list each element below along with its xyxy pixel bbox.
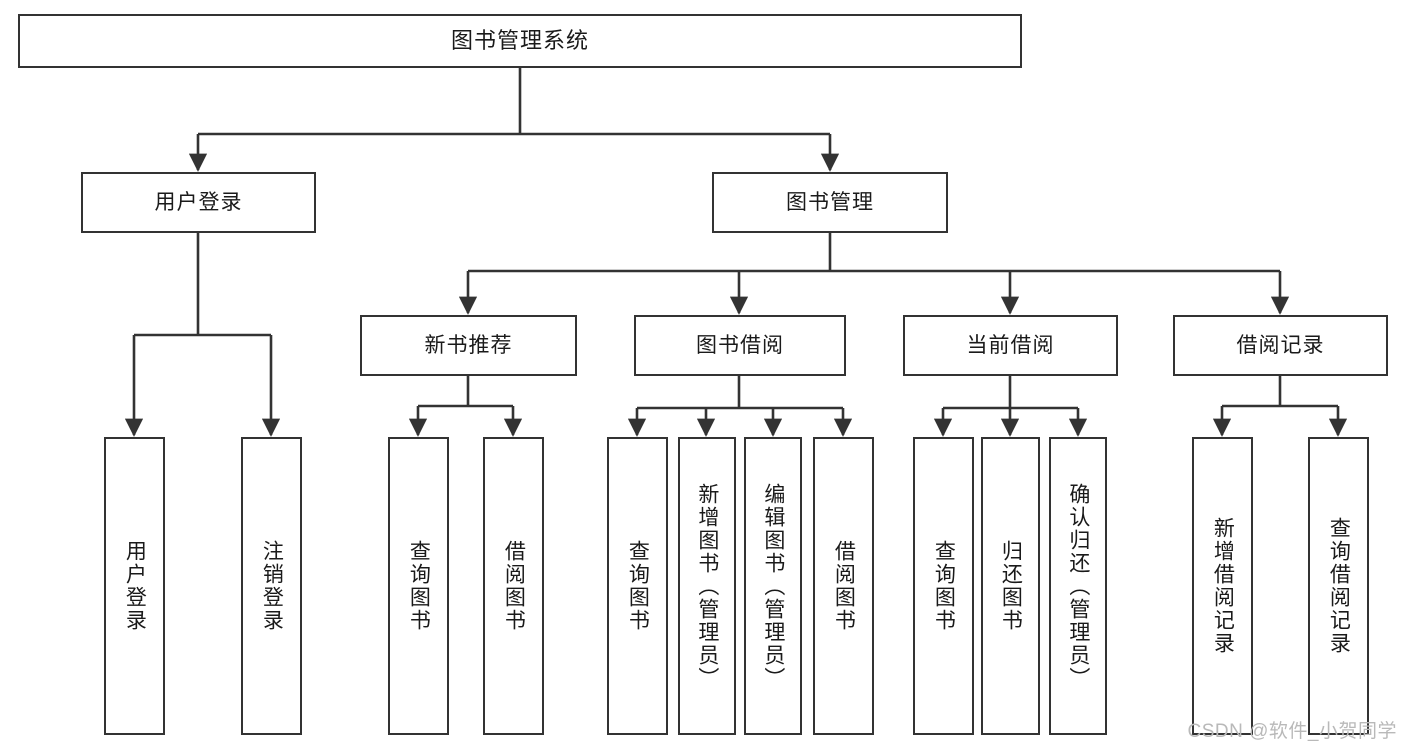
- node-new-book-recommend[interactable]: 新书推荐: [360, 315, 577, 376]
- leaf-current-borrow-return[interactable]: 归还图书: [981, 437, 1040, 735]
- node-label: 编辑图书（管理员）: [761, 482, 785, 690]
- node-label: 借阅记录: [1236, 333, 1325, 357]
- node-label: 查询图书: [626, 540, 650, 632]
- node-label: 借阅图书: [832, 540, 856, 632]
- node-book-borrow[interactable]: 图书借阅: [634, 315, 846, 376]
- leaf-book-borrow-edit[interactable]: 编辑图书（管理员）: [744, 437, 802, 735]
- node-label: 用户登录: [123, 540, 147, 632]
- node-user-login[interactable]: 用户登录: [81, 172, 316, 233]
- leaf-book-borrow-borrow[interactable]: 借阅图书: [813, 437, 874, 735]
- node-label: 图书管理系统: [450, 27, 589, 53]
- node-label: 图书借阅: [696, 333, 784, 357]
- leaf-borrow-records-query[interactable]: 查询借阅记录: [1308, 437, 1369, 735]
- node-label: 查询图书: [932, 540, 956, 632]
- leaf-book-borrow-add[interactable]: 新增图书（管理员）: [678, 437, 736, 735]
- node-label: 用户登录: [154, 190, 243, 214]
- leaf-current-borrow-query[interactable]: 查询图书: [913, 437, 974, 735]
- node-label: 确认归还（管理员）: [1066, 482, 1090, 690]
- node-label: 借阅图书: [502, 540, 526, 632]
- node-label: 新书推荐: [424, 333, 513, 357]
- leaf-user-login-logout[interactable]: 注销登录: [241, 437, 302, 735]
- node-label: 当前借阅: [966, 333, 1055, 357]
- node-label: 查询借阅记录: [1327, 517, 1351, 655]
- node-root-system[interactable]: 图书管理系统: [18, 14, 1022, 68]
- leaf-new-books-borrow[interactable]: 借阅图书: [483, 437, 544, 735]
- leaf-borrow-records-add[interactable]: 新增借阅记录: [1192, 437, 1253, 735]
- leaf-current-borrow-confirm-return[interactable]: 确认归还（管理员）: [1049, 437, 1107, 735]
- node-label: 注销登录: [260, 540, 284, 632]
- node-label: 新增图书（管理员）: [695, 482, 719, 690]
- node-borrow-records[interactable]: 借阅记录: [1173, 315, 1388, 376]
- watermark: CSDN @软件_小贺同学: [1187, 721, 1397, 742]
- leaf-user-login-login[interactable]: 用户登录: [104, 437, 165, 735]
- leaf-book-borrow-query[interactable]: 查询图书: [607, 437, 668, 735]
- node-book-management[interactable]: 图书管理: [712, 172, 948, 233]
- node-label: 图书管理: [786, 190, 874, 214]
- node-label: 新增借阅记录: [1211, 517, 1235, 655]
- node-label: 查询图书: [407, 540, 431, 632]
- node-current-borrow[interactable]: 当前借阅: [903, 315, 1118, 376]
- leaf-new-books-query[interactable]: 查询图书: [388, 437, 449, 735]
- node-label: 归还图书: [999, 540, 1023, 632]
